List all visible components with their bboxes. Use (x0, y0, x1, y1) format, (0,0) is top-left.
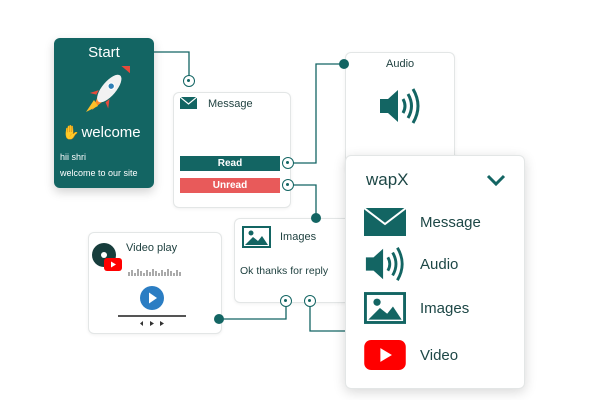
read-button[interactable]: Read (180, 156, 280, 171)
wapx-item-audio[interactable]: Audio (364, 244, 458, 284)
speaker-icon (365, 247, 404, 281)
image-icon (364, 292, 406, 324)
speaker-icon (380, 88, 420, 124)
video-card-label: Video play (126, 242, 178, 254)
wapx-item-label: Images (420, 299, 470, 317)
images-output-port-right[interactable] (304, 295, 316, 307)
rocket-icon (86, 66, 130, 112)
connector-read-audio (288, 63, 344, 164)
images-output-port-left[interactable] (280, 295, 292, 307)
wapx-item-video[interactable]: Video (364, 340, 458, 370)
wapx-panel[interactable]: wapX Message Audio Images Video (345, 155, 525, 389)
images-input-node[interactable] (311, 213, 321, 223)
wapx-item-images[interactable]: Images (364, 292, 469, 324)
images-card-label: Images (280, 231, 317, 243)
chevron-down-icon[interactable] (486, 174, 506, 186)
audio-waveform-icon (128, 269, 181, 276)
start-message-line2: welcome to our site (60, 168, 138, 178)
wapx-item-label: Message (420, 213, 481, 231)
start-card[interactable]: Start ✋ welcome hii shri welcome to our … (54, 38, 154, 188)
waving-hand-icon: ✋ (62, 124, 80, 140)
envelope-icon (364, 208, 406, 236)
video-play-button[interactable] (140, 286, 164, 310)
envelope-icon (180, 97, 197, 109)
video-input-node[interactable] (214, 314, 224, 324)
video-progress-bar[interactable] (118, 315, 186, 317)
images-card-reply: Ok thanks for reply (240, 265, 329, 277)
wapx-title: wapX (366, 170, 409, 189)
message-card-label: Message (208, 98, 253, 110)
audio-input-node[interactable] (339, 59, 349, 69)
connector-start-message (154, 51, 190, 80)
connector-images-wapx (309, 301, 345, 332)
start-message-line1: hii shri (60, 152, 87, 162)
connector-images-video (219, 301, 287, 320)
welcome-heading: ✋ welcome (62, 124, 141, 141)
unread-output-port[interactable] (282, 179, 294, 191)
connector-unread-images (288, 184, 317, 218)
wapx-item-label: Audio (420, 255, 459, 273)
message-input-port[interactable] (183, 75, 195, 87)
image-icon (242, 226, 271, 248)
unread-button[interactable]: Unread (180, 178, 280, 193)
read-output-port[interactable] (282, 157, 294, 169)
youtube-icon (104, 258, 122, 271)
audio-card-label: Audio (386, 58, 415, 70)
wapx-item-message[interactable]: Message (364, 208, 481, 236)
audio-card[interactable] (345, 52, 455, 174)
wapx-item-label: Video (420, 346, 459, 364)
play-icon (149, 292, 157, 304)
youtube-icon (364, 340, 406, 370)
start-title: Start (88, 44, 120, 61)
playback-controls-icon[interactable] (140, 320, 164, 327)
